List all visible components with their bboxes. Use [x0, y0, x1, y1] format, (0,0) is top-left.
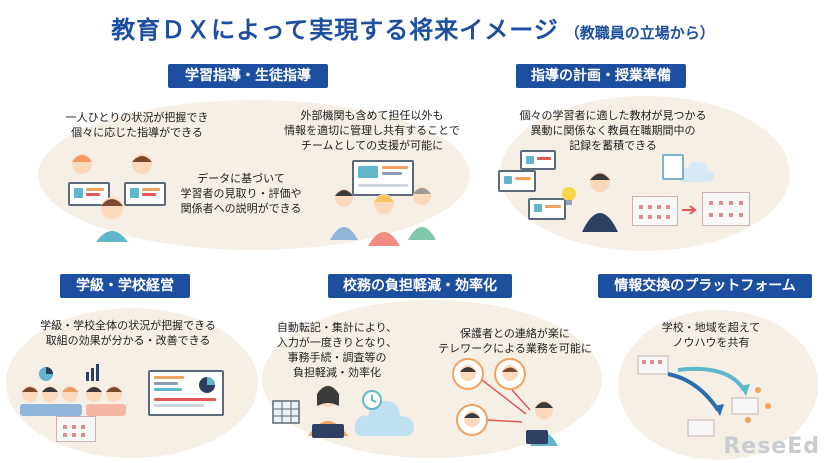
staff-team-illustration [330, 187, 436, 246]
school-building-management [56, 416, 96, 442]
bar-chart-icon [86, 364, 99, 381]
platform-blob [618, 310, 818, 460]
window-grid-icon [272, 400, 300, 424]
students-illustration [72, 154, 152, 242]
title-main: 教育ＤＸによって実現する将来イメージ [111, 16, 559, 44]
cloud-sync-icon [354, 390, 414, 436]
cloud-icon [677, 161, 715, 182]
guidance-text-3: データに基づいて 学習者の見取り・評価や 関係者への説明ができる [180, 172, 302, 215]
dashboard-screen [148, 370, 224, 416]
class-students-illustration [20, 386, 126, 416]
material-screen-1 [498, 170, 536, 192]
workload-text-2: 保護者との連絡が楽に テレワークによる業務を可能に [438, 327, 592, 355]
guidance-header: 学習指導・生徒指導 [168, 64, 328, 88]
planning-header: 指導の計画・授業準備 [516, 64, 686, 88]
page-title: 教育ＤＸによって実現する将来イメージ （教職員の立場から） [0, 10, 826, 45]
workload-text-1: 自動転記・集計により、 入力が一度きりとなり、 事務手続・調査等の 負担軽減・効… [276, 321, 398, 379]
lightbulb-icon [562, 187, 576, 205]
document-stack [662, 154, 684, 180]
pie-chart-icon [39, 367, 53, 381]
teacher-illustration [582, 172, 618, 232]
staff-screen [352, 160, 414, 196]
title-sub: （教職員の立場から） [564, 24, 715, 42]
school-building-after [702, 192, 750, 226]
planning-text-1: 個々の学習者に適した教材が見つかる 異動に関係なく教員在職期間中の 記録を蓄積で… [519, 109, 707, 152]
arrow-right-icon [682, 205, 697, 215]
guidance-text-2: 外部機関も含めて担任以外も 情報を適切に管理し共有することで チームとしての支援… [284, 109, 460, 152]
material-screen-3 [520, 150, 556, 170]
platform-header: 情報交換のプラットフォーム [598, 274, 812, 298]
resed-logo: ReseEd [723, 434, 820, 459]
school-building-before [632, 196, 678, 226]
platform-text-1: 学校・地域を超えて ノウハウを共有 [661, 321, 761, 349]
guidance-text-1: 一人ひとりの状況が把握でき 個々に応じた指導ができる [65, 111, 209, 139]
network-map-illustration [637, 355, 771, 437]
material-screen-2 [528, 198, 566, 220]
dashboard-pie-icon [199, 377, 215, 393]
workload-header: 校務の負担軽減・効率化 [328, 274, 512, 298]
parents-teacher-illustration [452, 358, 558, 446]
office-worker-illustration [308, 385, 348, 438]
management-header: 学級・学校経営 [60, 274, 190, 298]
management-text-1: 学級・学校全体の状況が把握できる 取組の効果が分かる・改善できる [40, 319, 216, 347]
student-screen-2 [124, 182, 166, 206]
